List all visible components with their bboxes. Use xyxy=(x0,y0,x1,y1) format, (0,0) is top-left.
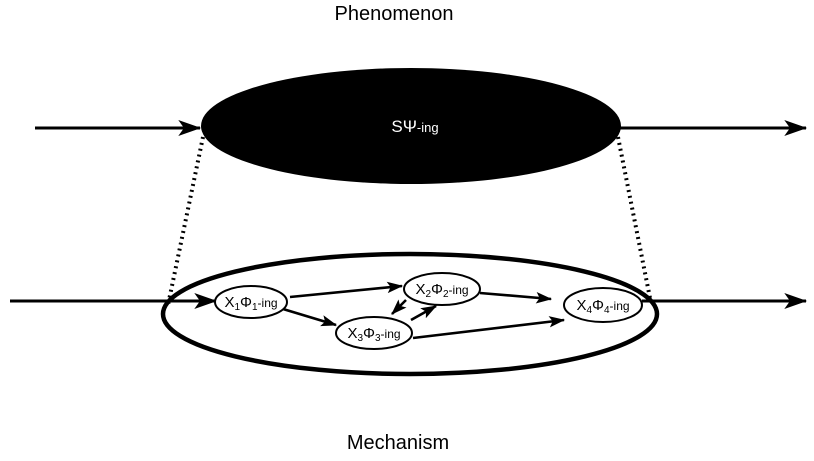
left-dotted-connector xyxy=(166,136,205,306)
node-x3: X3Φ3-ing xyxy=(335,316,413,350)
mechanism-title: Mechanism xyxy=(347,432,449,454)
svg-text:X4Φ4-ing: X4Φ4-ing xyxy=(576,297,629,316)
phenomenon-label: SΨ-ing xyxy=(391,117,438,136)
arrow-n3-to-n2 xyxy=(410,304,437,322)
arrow-n3-to-n4 xyxy=(412,316,566,340)
arrow-n2-to-n3 xyxy=(391,299,407,315)
mechanism-ellipse xyxy=(160,251,660,377)
node-x1: X1Φ1-ing xyxy=(214,285,288,319)
node-x4: X4Φ4-ing xyxy=(563,287,643,323)
arrow-n1-to-n2 xyxy=(289,281,404,299)
svg-text:X3Φ3-ing: X3Φ3-ing xyxy=(347,325,400,344)
arrow-n2-to-n4 xyxy=(479,291,553,304)
svg-text:X2Φ2-ing: X2Φ2-ing xyxy=(415,281,468,300)
svg-text:X1Φ1-ing: X1Φ1-ing xyxy=(224,294,277,313)
arrow-n1-to-n3 xyxy=(282,307,338,327)
node-x2: X2Φ2-ing xyxy=(403,272,481,306)
right-dotted-connector xyxy=(616,136,652,299)
phenomenon-ellipse xyxy=(201,68,621,184)
phenomenon-title: Phenomenon xyxy=(335,3,454,25)
